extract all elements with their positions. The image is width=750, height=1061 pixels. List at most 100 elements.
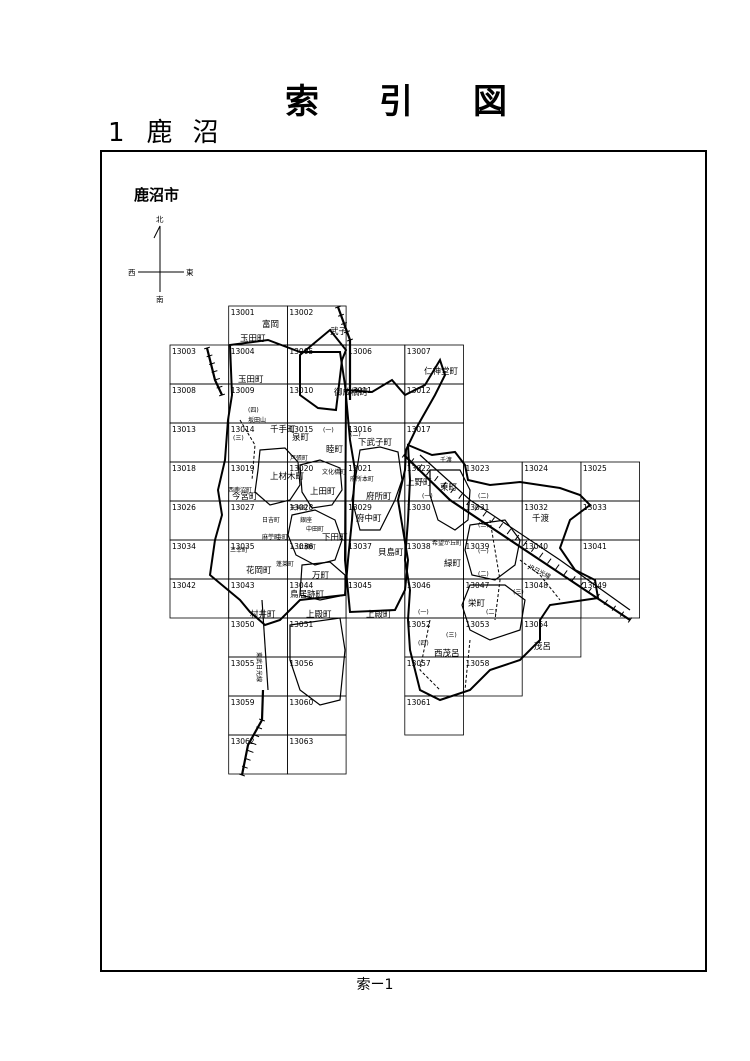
compass-south: 南 bbox=[156, 294, 164, 304]
sub-marker: (四) bbox=[418, 640, 429, 647]
grid-cell-number: 13013 bbox=[172, 425, 196, 434]
grid-cell-number: 13027 bbox=[231, 503, 255, 512]
grid-cell-number: 13063 bbox=[289, 737, 313, 746]
grid-cell-number: 13060 bbox=[289, 698, 313, 707]
town-label: 中田町 bbox=[306, 525, 324, 533]
rail-tie bbox=[203, 346, 211, 350]
rail-tie bbox=[579, 581, 584, 588]
railway-label: 東武日光線 bbox=[255, 652, 263, 682]
town-label: 坂田山 bbox=[248, 416, 266, 424]
grid-cell-number: 13002 bbox=[289, 308, 313, 317]
town-label: 千渡 bbox=[532, 513, 550, 524]
grid-cell-number: 13025 bbox=[583, 464, 607, 473]
rail-tie bbox=[259, 718, 265, 722]
grid-cell-number: 13008 bbox=[172, 386, 196, 395]
town-label: 銀座 bbox=[300, 516, 312, 524]
town-label: 日吉町 bbox=[262, 517, 280, 524]
sub-marker: (三) bbox=[513, 589, 524, 596]
grid-cell-number: 13034 bbox=[172, 542, 196, 551]
grid-cell-number: 13061 bbox=[407, 698, 431, 707]
rail-tie bbox=[563, 570, 568, 576]
grid-cell-number: 13057 bbox=[407, 659, 431, 668]
rail-tie bbox=[256, 726, 263, 730]
town-label: 戸張町 bbox=[290, 455, 308, 462]
rail-tie bbox=[595, 593, 600, 600]
grid-cell-number: 13033 bbox=[583, 503, 607, 512]
sub-marker: (二) bbox=[478, 571, 489, 578]
grid-cell-number: 13001 bbox=[231, 308, 255, 317]
rail-tie bbox=[442, 481, 447, 488]
rail-tie bbox=[555, 564, 560, 570]
grid-cell-number: 13046 bbox=[407, 581, 431, 590]
rail-tie bbox=[206, 354, 213, 358]
town-label: 上横町 bbox=[298, 543, 316, 551]
grid-cell-number: 13050 bbox=[231, 620, 255, 629]
sub-marker: (一) bbox=[422, 493, 433, 500]
rail-tie bbox=[514, 534, 520, 541]
grid-cell-number: 13030 bbox=[407, 503, 431, 512]
grid-cell-number: 13048 bbox=[524, 581, 548, 590]
town-label: 千渡 bbox=[440, 456, 452, 464]
rail-tie bbox=[338, 313, 344, 317]
rail-tie bbox=[571, 576, 576, 582]
town-label: 上殿町 bbox=[306, 610, 332, 620]
sub-marker: (三) bbox=[446, 632, 457, 639]
rail-tie bbox=[208, 362, 216, 366]
grid-cell-number: 13020 bbox=[289, 464, 313, 473]
grid-cell bbox=[286, 734, 347, 775]
rail-tie bbox=[253, 734, 260, 738]
grid-cell-number: 13035 bbox=[231, 542, 255, 551]
town-label: 上殿町 bbox=[366, 610, 392, 620]
town-label: 下武子町 bbox=[358, 437, 393, 448]
grid-cell-number: 13036 bbox=[289, 542, 313, 551]
grid-cell-number: 13004 bbox=[231, 347, 255, 356]
rail-tie bbox=[619, 611, 625, 617]
district-boundaries bbox=[208, 328, 600, 706]
town-label: 上田町 bbox=[310, 487, 336, 497]
grid-cell-number: 13024 bbox=[524, 464, 548, 473]
grid-cell-number: 13059 bbox=[231, 698, 255, 707]
compass-east: 東 bbox=[186, 267, 194, 277]
town-label: 武子 bbox=[330, 326, 348, 337]
rail-tie bbox=[426, 469, 431, 476]
rail-tie bbox=[611, 605, 617, 611]
grid-cell-number: 13010 bbox=[289, 386, 313, 395]
grid-cell-number: 13019 bbox=[231, 464, 255, 473]
town-label: 万町 bbox=[312, 571, 330, 581]
town-label: 希望が丘町 bbox=[432, 539, 462, 547]
town-label: 府所町 bbox=[366, 491, 392, 502]
town-label: 仁神堂町 bbox=[424, 366, 459, 377]
rail-tie bbox=[603, 599, 608, 606]
sub-marker: (一) bbox=[418, 609, 429, 616]
town-label: 御成橋町 bbox=[334, 387, 369, 398]
grid-cell-number: 13014 bbox=[231, 425, 255, 434]
grid-cell bbox=[463, 656, 523, 697]
town-label: 今宮町 bbox=[232, 491, 258, 502]
rail-ties bbox=[203, 305, 633, 777]
grid-cell-number: 13062 bbox=[231, 737, 255, 746]
grid-cell-number: 13042 bbox=[172, 581, 196, 590]
sub-marker: (三) bbox=[233, 435, 244, 442]
section-name: 鹿沼 bbox=[146, 118, 239, 148]
grid-cell-number: 13003 bbox=[172, 347, 196, 356]
town-label: 玉田町 bbox=[240, 334, 266, 344]
grid-cell-number: 13006 bbox=[348, 347, 372, 356]
rail-tie bbox=[539, 552, 544, 558]
town-label: 睦町 bbox=[326, 444, 344, 455]
grid-cell-number: 13032 bbox=[524, 503, 548, 512]
rail-tie bbox=[627, 617, 633, 623]
grid-cell-number: 13009 bbox=[231, 386, 255, 395]
railway-lines bbox=[203, 305, 633, 777]
rail-tie bbox=[506, 528, 512, 535]
grid-cell-number: 13038 bbox=[407, 542, 431, 551]
rail-tie bbox=[218, 393, 226, 397]
grid-cell-number: 13021 bbox=[348, 464, 372, 473]
grid-cell-number: 13055 bbox=[231, 659, 255, 668]
rail-tie bbox=[450, 487, 455, 494]
rail-tie bbox=[401, 452, 407, 458]
town-label: 天神町 bbox=[290, 504, 308, 512]
grid-cell-number: 13045 bbox=[348, 581, 372, 590]
grid-cell-number: 13056 bbox=[289, 659, 313, 668]
